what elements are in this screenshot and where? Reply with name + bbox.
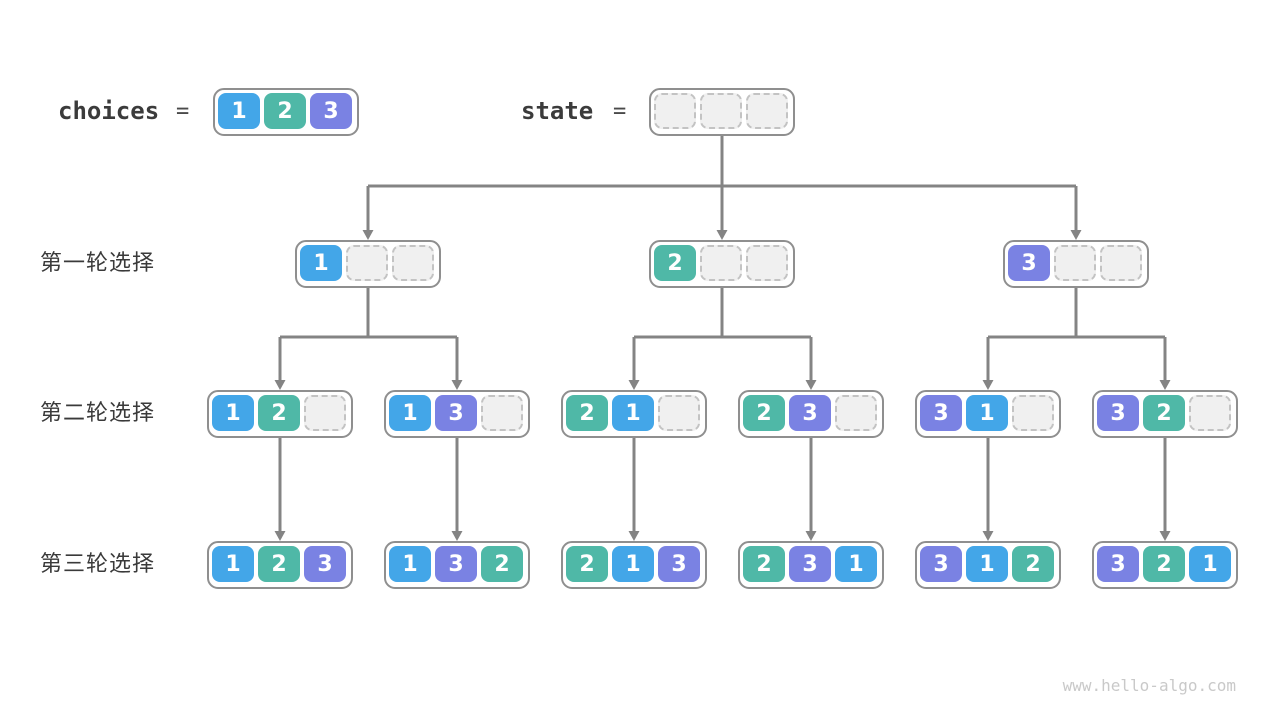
array-cell-1: 1 [966,546,1008,582]
array-cell-3: 3 [435,395,477,431]
round-1-label: 第一轮选择 [40,250,156,275]
array-cell-1: 1 [218,93,260,129]
array-cell-3: 3 [920,395,962,431]
array-cell-3: 3 [789,395,831,431]
array-cell-3: 3 [1008,245,1050,281]
state-label: state [521,97,594,125]
state-array [649,88,795,136]
choices-label: choices [58,97,160,125]
round-3-label: 第三轮选择 [40,551,156,576]
array-cell-2: 2 [1143,395,1185,431]
array-cell-3: 3 [310,93,352,129]
array-cell-empty [700,93,742,129]
array-cell-1: 1 [212,546,254,582]
array-cell-2: 2 [743,395,785,431]
array-cell-2: 2 [566,395,608,431]
array-cell-2: 2 [1143,546,1185,582]
array-cell-3: 3 [435,546,477,582]
array-cell-2: 2 [1012,546,1054,582]
array-cell-empty [1054,245,1096,281]
array-cell-empty [392,245,434,281]
state-equals-sign: = [613,99,627,124]
watermark: www.hello-algo.com [1062,676,1236,695]
array-cell-2: 2 [654,245,696,281]
array-cell-empty [1189,395,1231,431]
round-1-state-3: 3 [1003,240,1149,288]
array-cell-empty [1012,395,1054,431]
array-cell-1: 1 [212,395,254,431]
array-cell-empty [835,395,877,431]
array-cell-2: 2 [743,546,785,582]
array-cell-3: 3 [1097,546,1139,582]
array-cell-3: 3 [789,546,831,582]
array-cell-2: 2 [258,546,300,582]
array-cell-empty [346,245,388,281]
array-cell-1: 1 [612,395,654,431]
array-cell-2: 2 [258,395,300,431]
round-1-state-2: 2 [649,240,795,288]
array-cell-2: 2 [264,93,306,129]
round-1-state-1: 1 [295,240,441,288]
array-cell-1: 1 [389,546,431,582]
array-cell-3: 3 [304,546,346,582]
array-cell-1: 1 [389,395,431,431]
array-cell-1: 1 [612,546,654,582]
array-cell-empty [658,395,700,431]
array-cell-empty [746,93,788,129]
array-cell-empty [1100,245,1142,281]
array-cell-2: 2 [566,546,608,582]
choices-equals-sign: = [176,99,190,124]
array-cell-3: 3 [658,546,700,582]
array-cell-empty [304,395,346,431]
array-cell-1: 1 [1189,546,1231,582]
array-cell-empty [654,93,696,129]
array-cell-empty [481,395,523,431]
array-cell-1: 1 [300,245,342,281]
array-cell-1: 1 [966,395,1008,431]
array-cell-1: 1 [835,546,877,582]
array-cell-empty [746,245,788,281]
array-cell-3: 3 [920,546,962,582]
array-cell-3: 3 [1097,395,1139,431]
array-cell-empty [700,245,742,281]
round-2-label: 第二轮选择 [40,400,156,425]
array-cell-2: 2 [481,546,523,582]
